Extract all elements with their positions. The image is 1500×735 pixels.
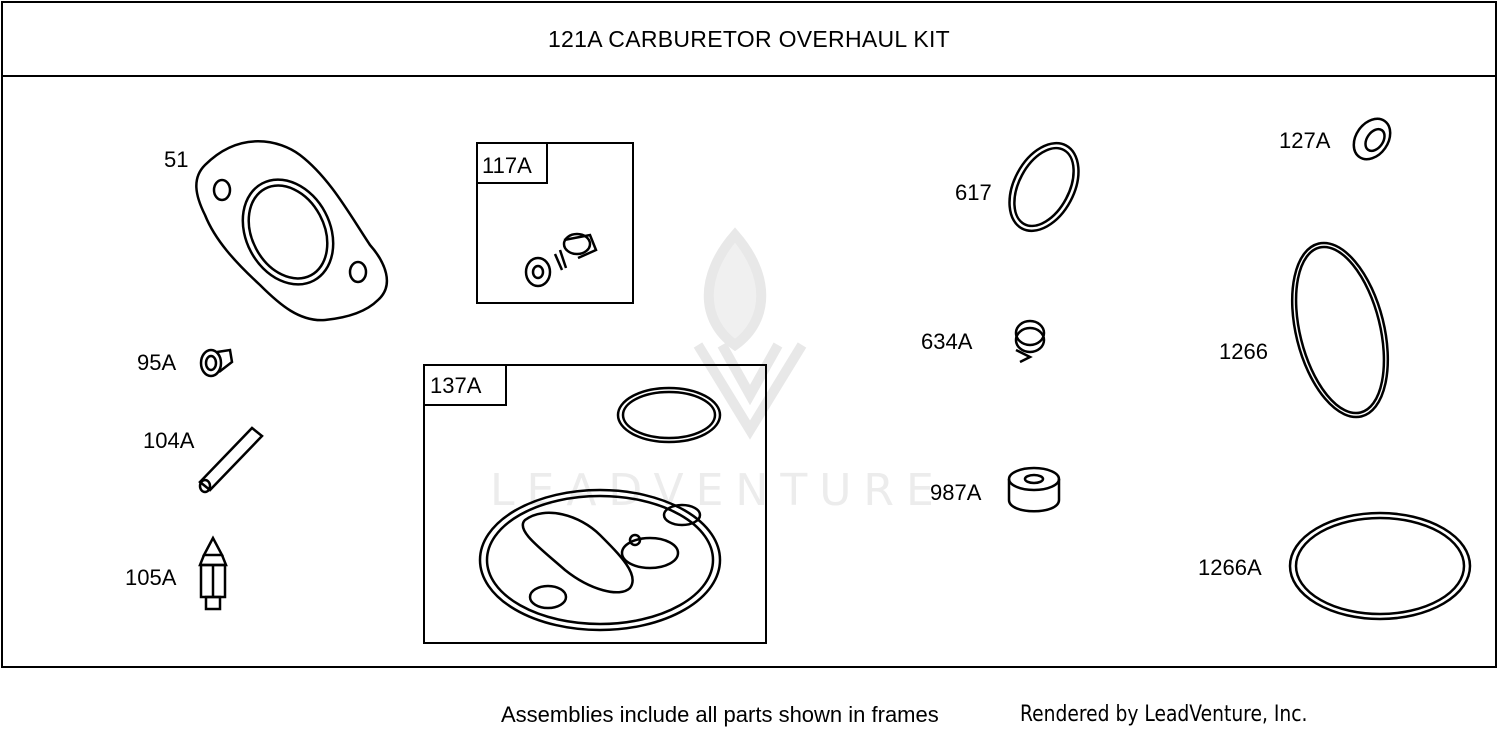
part-label-987a: 987A (930, 480, 982, 505)
watermark-logo-icon (693, 227, 807, 440)
footer-credit: Rendered by LeadVenture, Inc. (1020, 702, 1308, 727)
part-1266-o-ring-icon (1290, 241, 1390, 419)
part-label-51: 51 (164, 147, 188, 172)
part-117a-frame (476, 142, 634, 304)
part-label-634a: 634A (921, 329, 973, 354)
part-label-104a: 104A (143, 428, 195, 453)
part-label-117a: 117A (482, 153, 532, 178)
part-label-95a: 95A (137, 350, 176, 375)
part-label-1266: 1266 (1219, 339, 1268, 364)
part-117a-screw-washer-icon (524, 232, 598, 288)
part-127a-washer-icon (1352, 117, 1392, 161)
watermark-text: LEADVENTURE (490, 465, 946, 516)
diagram-title: 121A CARBURETOR OVERHAUL KIT (3, 3, 1495, 77)
part-105a-needle-icon (198, 535, 228, 611)
part-104a-pin-icon (198, 426, 264, 494)
parts-diagram: LEADVENTURE 51 95A 104A 105A 117A (125, 117, 1472, 644)
part-95a-screw-icon (199, 348, 234, 378)
diagram-frame: 121A CARBURETOR OVERHAUL KIT (1, 1, 1497, 668)
part-617-o-ring-icon (1008, 141, 1080, 233)
part-1266a-o-ring-icon (1288, 511, 1472, 621)
footer: Assemblies include all parts shown in fr… (0, 700, 1500, 732)
part-634a-spring-icon (1014, 319, 1046, 364)
part-987a-bushing-icon (1007, 466, 1061, 513)
part-label-617: 617 (955, 180, 992, 205)
part-label-105a: 105A (125, 565, 177, 590)
footer-note: Assemblies include all parts shown in fr… (501, 702, 939, 727)
part-label-137a: 137A (430, 373, 482, 398)
part-51-gasket-icon (195, 140, 389, 322)
part-label-127a: 127A (1279, 128, 1331, 153)
part-label-1266a: 1266A (1198, 555, 1262, 580)
part-137a-gasket-icon (478, 386, 722, 632)
part-137a-frame (423, 364, 767, 644)
